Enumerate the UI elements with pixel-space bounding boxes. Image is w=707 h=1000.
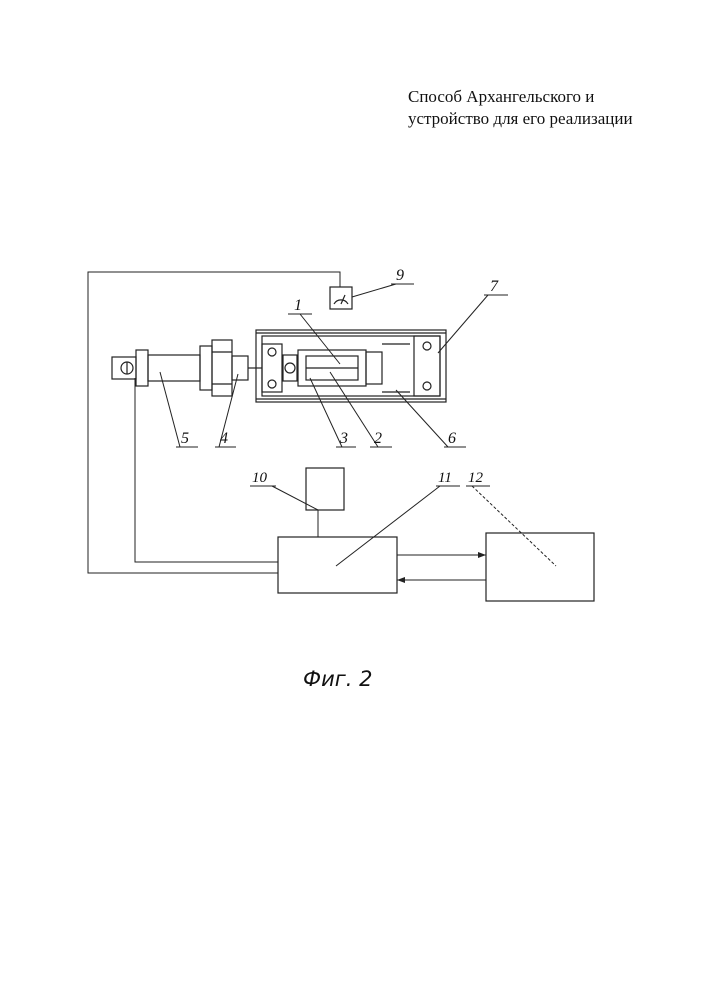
leader-lines [160,284,556,566]
label-1: 1 [294,297,302,314]
label-7: 7 [490,278,499,295]
gauge-9 [330,287,352,309]
label-9: 9 [396,267,404,284]
coupling-nut [200,340,262,396]
label-2: 2 [374,430,382,447]
label-4: 4 [220,430,228,447]
label-10: 10 [252,470,268,486]
element-5-cylinder [112,350,200,386]
frame-6 [256,330,446,402]
figure-caption: Фиг. 2 [303,667,372,691]
block-10 [306,468,344,510]
label-11: 11 [438,470,452,486]
label-12: 12 [468,470,484,486]
arrow-head-to-12 [478,552,486,558]
arrow-head-to-11 [397,577,405,583]
label-5: 5 [181,430,189,447]
block-12 [486,533,594,601]
connection-wires [88,272,486,583]
label-6: 6 [448,430,456,447]
label-3: 3 [339,430,348,447]
